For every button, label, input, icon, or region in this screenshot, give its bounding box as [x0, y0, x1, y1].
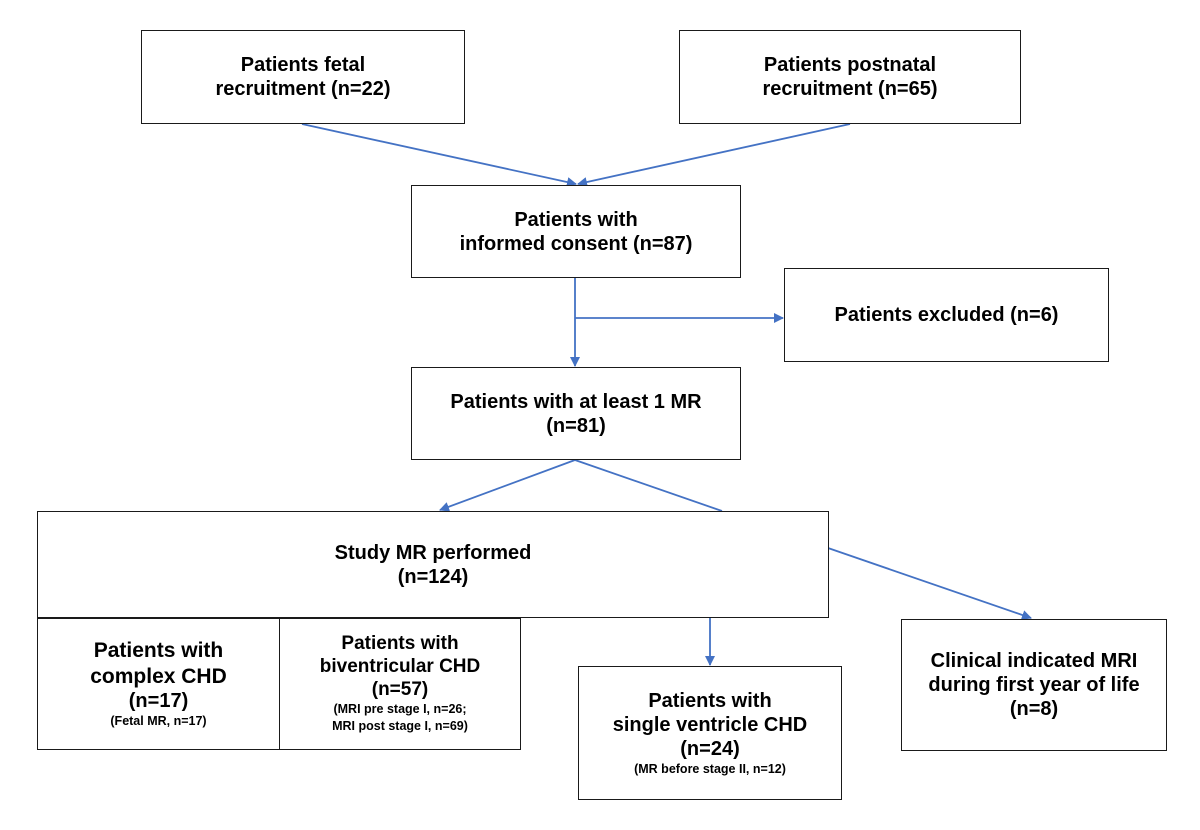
informed-consent-title: Patients with: [514, 208, 638, 231]
postnatal-recruitment-count: recruitment (n=65): [762, 78, 938, 100]
biventricular-chd-count: (n=57): [371, 678, 429, 700]
single-ventricle-chd-title-1: Patients with: [648, 689, 772, 712]
complex-chd-note: (Fetal MR, n=17): [110, 713, 207, 728]
fetal-recruitment-title: Patients fetal: [240, 54, 366, 76]
arrow-postnatal-to-consent: [577, 123, 851, 187]
postnatal-recruitment-box: Patients postnatal recruitment (n=65): [679, 30, 1021, 124]
excluded-box: Patients excluded (n=6): [784, 268, 1109, 362]
clinical-mri-title-2: during first year of life: [928, 674, 1140, 696]
clinical-mri-count: (n=8): [1009, 698, 1059, 720]
study-mr-title: Study MR performed: [334, 541, 532, 564]
complex-chd-title-1: Patients with: [93, 639, 224, 663]
at-least-one-mr-count: (n=81): [546, 414, 606, 437]
at-least-one-mr-box: Patients with at least 1 MR (n=81): [411, 367, 741, 460]
study-mr-box: Study MR performed (n=124): [37, 511, 829, 618]
line-atleast-right: [574, 459, 723, 512]
clinical-mri-title-1: Clinical indicated MRI: [930, 650, 1138, 672]
biventricular-chd-box: Patients with biventricular CHD (n=57) (…: [279, 618, 521, 750]
arrow-atleast-to-study: [439, 459, 576, 512]
study-mr-count: (n=124): [397, 565, 469, 588]
excluded-label: Patients excluded (n=6): [834, 304, 1059, 326]
single-ventricle-chd-note: (MR before stage II, n=12): [634, 761, 786, 776]
clinical-mri-box: Clinical indicated MRI during first year…: [901, 619, 1167, 751]
arrow-study-to-clinical: [827, 547, 1032, 620]
single-ventricle-chd-title-2: single ventricle CHD: [612, 713, 808, 736]
biventricular-chd-note-1: (MRI pre stage I, n=26;: [333, 702, 467, 717]
biventricular-chd-title-1: Patients with: [341, 632, 459, 654]
informed-consent-box: Patients with informed consent (n=87): [411, 185, 741, 278]
complex-chd-count: (n=17): [128, 689, 189, 712]
arrow-fetal-to-consent: [301, 123, 577, 187]
complex-chd-box: Patients with complex CHD (n=17) (Fetal …: [37, 618, 280, 750]
informed-consent-count: informed consent (n=87): [459, 232, 693, 255]
postnatal-recruitment-title: Patients postnatal: [763, 54, 937, 76]
single-ventricle-chd-box: Patients with single ventricle CHD (n=24…: [578, 666, 842, 800]
complex-chd-title-2: complex CHD: [90, 664, 227, 688]
fetal-recruitment-box: Patients fetal recruitment (n=22): [141, 30, 465, 124]
single-ventricle-chd-count: (n=24): [680, 737, 740, 760]
fetal-recruitment-count: recruitment (n=22): [215, 78, 391, 100]
biventricular-chd-title-2: biventricular CHD: [319, 655, 481, 677]
biventricular-chd-note-2: MRI post stage I, n=69): [332, 719, 468, 734]
at-least-one-mr-title: Patients with at least 1 MR: [450, 390, 702, 413]
